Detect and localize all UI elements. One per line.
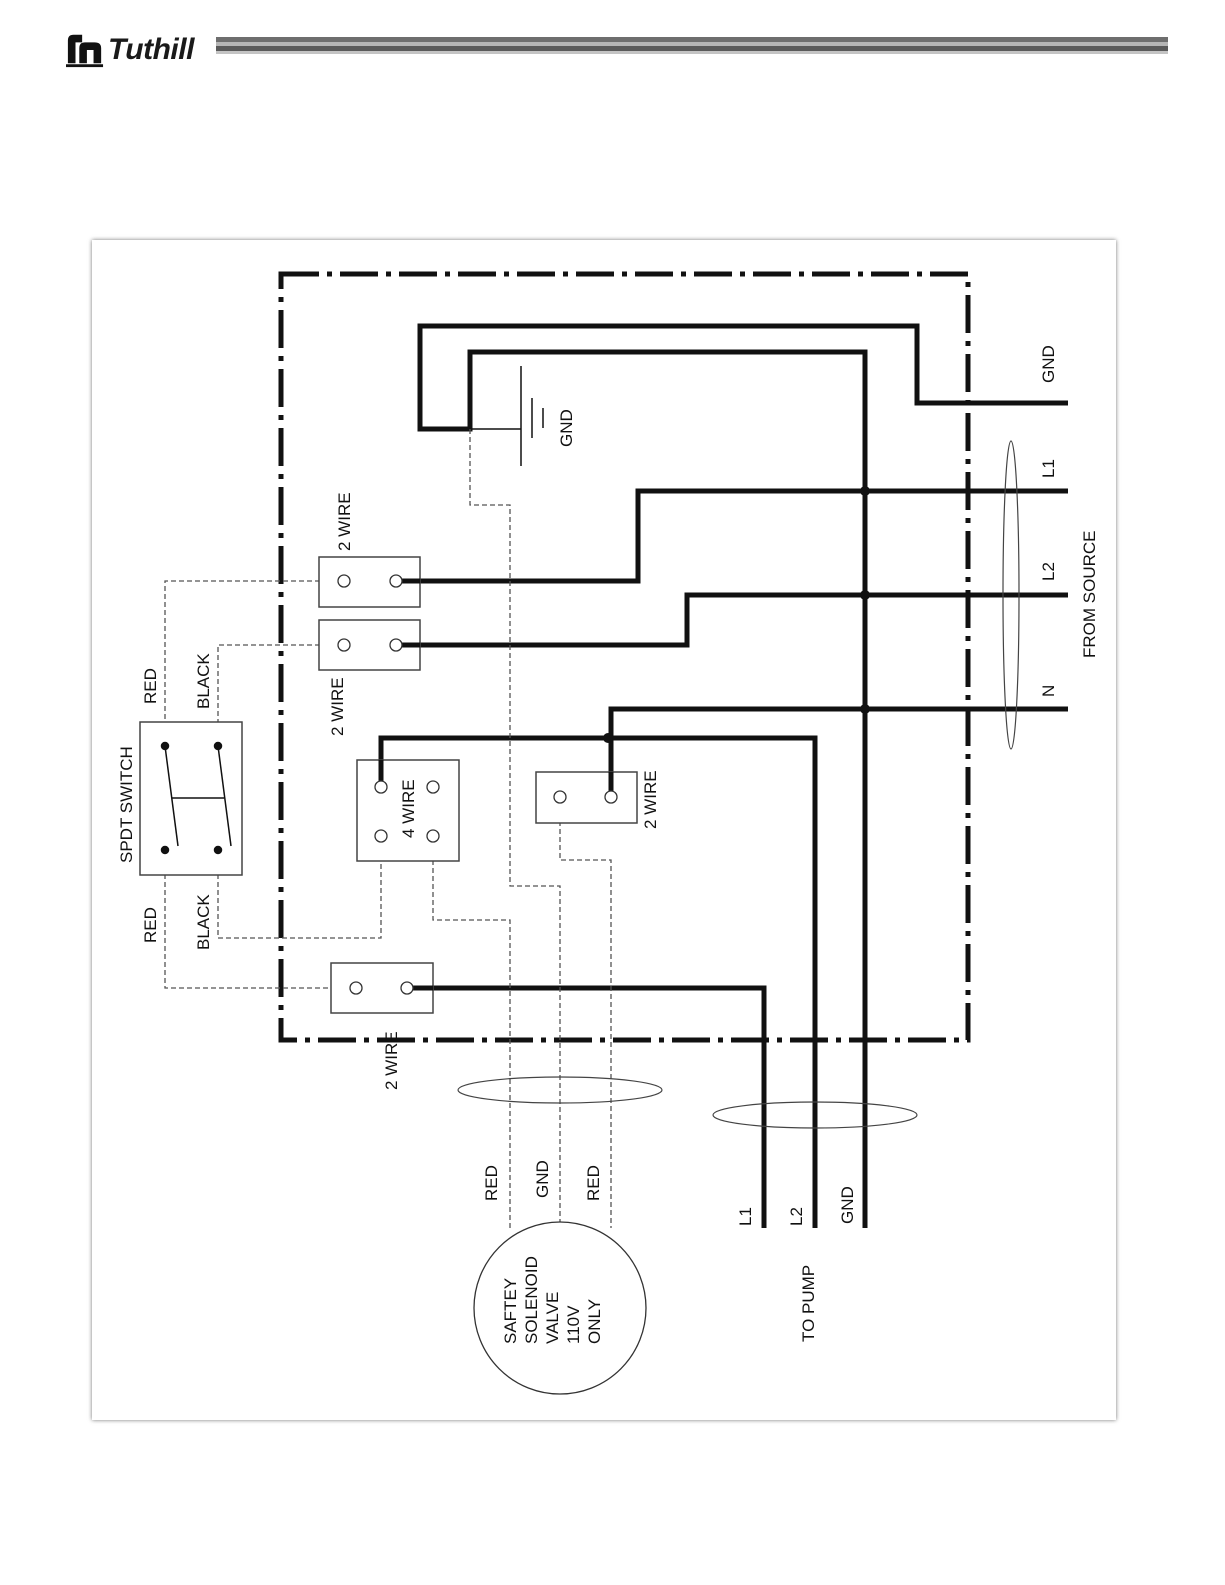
terminal-screw — [375, 830, 387, 842]
gnd-dashed-wire — [470, 429, 560, 1228]
black-top-label: BLACK — [194, 653, 213, 709]
four-wire-label: 4 WIRE — [399, 779, 418, 838]
terminal-screw — [338, 575, 350, 587]
two-wire-label: 2 WIRE — [382, 1031, 401, 1090]
wiring-diagram: SPDT SWITCH RED BLACK RED BLACK 2 WIRE 2… — [92, 240, 1116, 1420]
terminal-screw — [350, 982, 362, 994]
wiring-diagram-frame: SPDT SWITCH RED BLACK RED BLACK 2 WIRE 2… — [92, 240, 1116, 1420]
junction-dot — [860, 704, 870, 714]
terminal-screw — [427, 781, 439, 793]
junction-dot — [860, 590, 870, 600]
terminal-screw — [401, 982, 413, 994]
from-source-label: FROM SOURCE — [1080, 531, 1099, 659]
terminal-screw — [605, 791, 617, 803]
valve-label-line: SAFTEY — [501, 1278, 520, 1344]
brand-logo: Tuthill — [66, 30, 194, 70]
red-bottom-label: RED — [141, 907, 160, 943]
to-pump-label: TO PUMP — [799, 1265, 818, 1342]
gnd-source-wire — [420, 326, 1068, 1228]
spdt-switch-label: SPDT SWITCH — [117, 746, 136, 863]
valve-label-line: 110V — [564, 1305, 583, 1344]
terminal-screw — [390, 575, 402, 587]
pump-gnd-label: GND — [838, 1186, 857, 1224]
source-l2-label: L2 — [1039, 562, 1058, 581]
power-wires — [381, 326, 1068, 1228]
brand-name: Tuthill — [108, 33, 194, 67]
source-gnd-label: GND — [1039, 345, 1058, 383]
header-rule — [216, 37, 1168, 55]
red-top-label: RED — [141, 668, 160, 704]
solenoid-gnd-label: GND — [533, 1160, 552, 1198]
terminal-screw — [338, 639, 350, 651]
source-n-label: N — [1039, 685, 1058, 697]
pump-l1-label: L1 — [736, 1207, 755, 1226]
terminal-screw — [390, 639, 402, 651]
terminal-screw — [375, 781, 387, 793]
valve-label-line: SOLENOID — [522, 1256, 541, 1344]
terminal-block-2wire-c — [536, 772, 637, 823]
two-wire-label: 2 WIRE — [335, 492, 354, 551]
junction-dot — [603, 733, 613, 743]
page-header: Tuthill — [0, 0, 1225, 80]
terminal-screw — [554, 791, 566, 803]
solenoid-red-label: RED — [482, 1165, 501, 1201]
ground-symbol — [470, 366, 543, 466]
source-l1-label: L1 — [1039, 459, 1058, 478]
junction-dot — [860, 486, 870, 496]
n-source-wire — [611, 709, 1068, 797]
internal-gnd-label: GND — [557, 409, 576, 447]
two-wire-label: 2 WIRE — [328, 677, 347, 736]
valve-label-line: ONLY — [585, 1299, 604, 1344]
solenoid-red-label: RED — [584, 1165, 603, 1201]
red-sol2-dashed-wire — [560, 797, 611, 1228]
tuthill-logo-icon — [66, 31, 104, 69]
two-wire-label: 2 WIRE — [641, 770, 660, 829]
black-bottom-label: BLACK — [194, 894, 213, 950]
valve-label-line: VALVE — [543, 1292, 562, 1344]
terminal-blocks — [140, 557, 637, 1013]
pump-l2-label: L2 — [787, 1207, 806, 1226]
junction-dots — [603, 486, 870, 743]
terminal-screw — [427, 830, 439, 842]
